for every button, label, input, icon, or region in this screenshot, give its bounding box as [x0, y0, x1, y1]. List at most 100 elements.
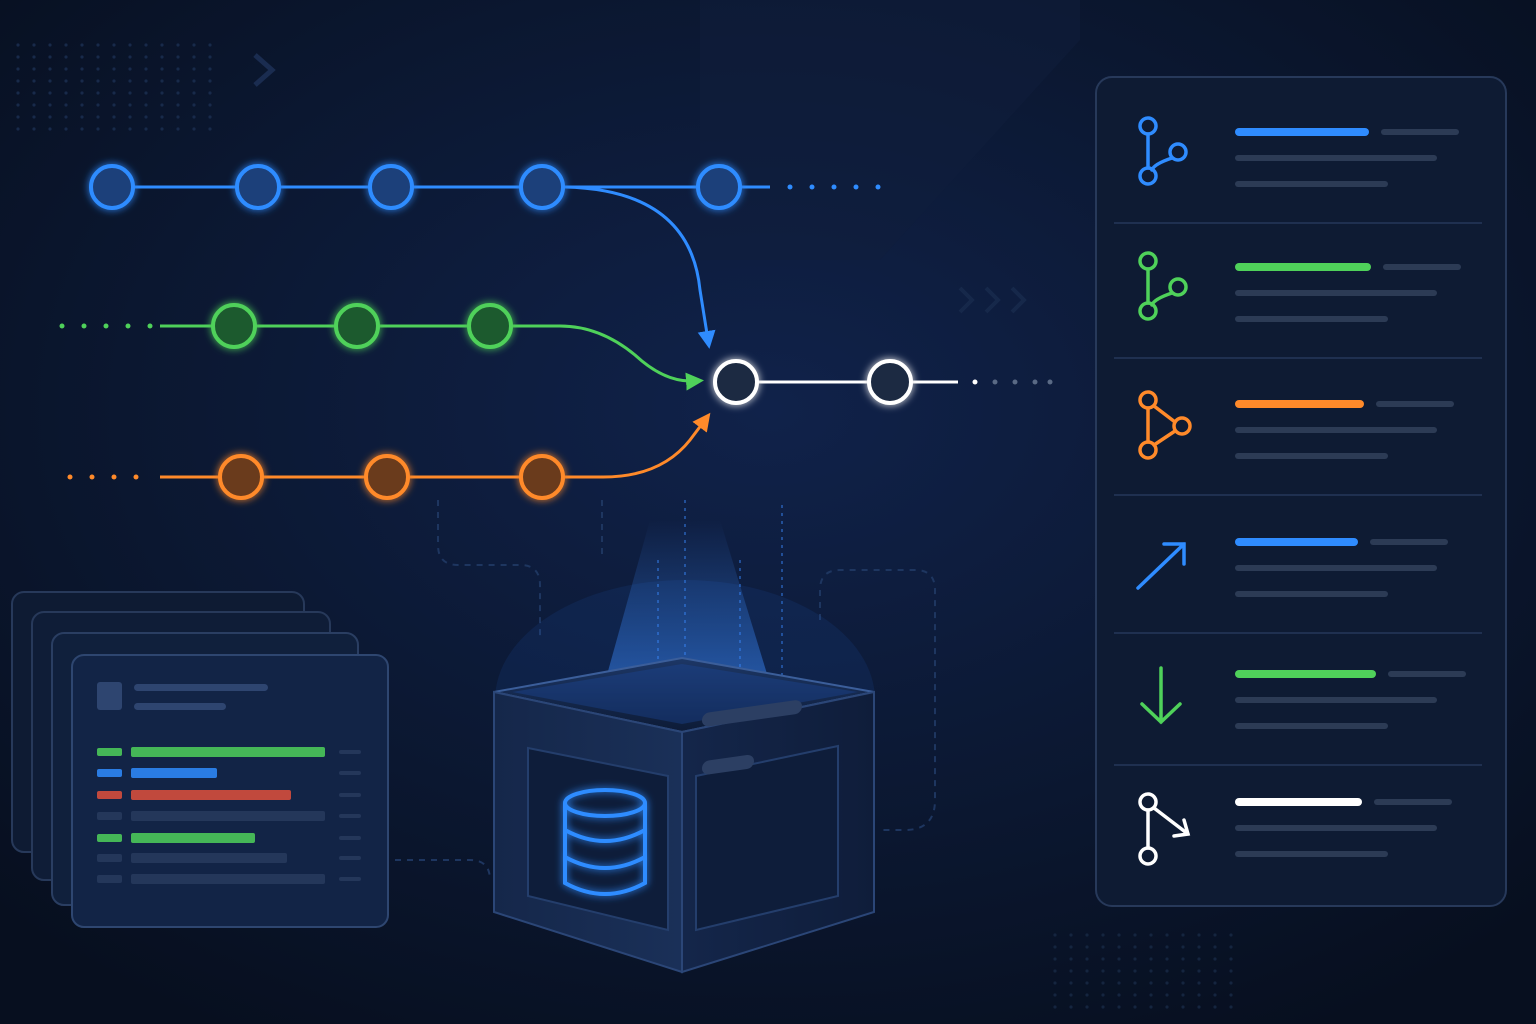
background-dot	[1149, 981, 1153, 985]
diff-row-suffix	[339, 856, 361, 860]
background-dot	[208, 43, 212, 47]
branch-dotted-tail-blue	[875, 184, 881, 190]
sidebar-item-3[interactable]	[1114, 390, 1482, 496]
background-dot	[1181, 957, 1185, 961]
background-dot	[208, 103, 212, 107]
commit-node-blue[interactable]	[89, 164, 135, 210]
background-dot	[16, 103, 20, 107]
background-dot	[1069, 981, 1073, 985]
background-dot	[64, 91, 68, 95]
background-dot	[1165, 981, 1169, 985]
arrow-down-icon	[1140, 666, 1182, 725]
commit-node-blue[interactable]	[235, 164, 281, 210]
diff-row-bar-none	[131, 811, 325, 821]
background-dot	[64, 67, 68, 71]
background-dot	[1117, 969, 1121, 973]
branch-dotted-tail-orange	[89, 474, 95, 480]
icon-edge	[1146, 267, 1174, 307]
commit-node-blue[interactable]	[368, 164, 414, 210]
background-dot	[1101, 933, 1105, 937]
commit-node-blue[interactable]	[519, 164, 565, 210]
background-dot	[1197, 933, 1201, 937]
background-dot	[176, 115, 180, 119]
sidebar-panel	[1095, 76, 1507, 907]
background-dot	[160, 67, 164, 71]
background-dot	[1053, 993, 1057, 997]
background-dot	[1101, 1005, 1105, 1009]
background-dot	[1197, 981, 1201, 985]
background-dot	[144, 103, 148, 107]
background-dot	[144, 115, 148, 119]
sidebar-item-meta-bar	[1376, 401, 1454, 407]
merge-arrow-icon	[1138, 792, 1191, 866]
diff-row-marker	[97, 769, 122, 777]
background-dot	[128, 43, 132, 47]
commit-node-green[interactable]	[334, 303, 380, 349]
sidebar-item-text-bar	[1235, 181, 1388, 187]
circuit-lines	[395, 500, 936, 881]
commit-node-green[interactable]	[467, 303, 513, 349]
background-dot	[1229, 993, 1233, 997]
background-dot	[96, 43, 100, 47]
branch-dotted-tail-green	[81, 323, 87, 329]
background-dot	[1117, 981, 1121, 985]
merge-arrow-orange	[599, 412, 711, 479]
branch-graph	[59, 164, 1053, 500]
background-dot	[1181, 1005, 1185, 1009]
repository-light-beam	[600, 520, 775, 700]
commit-node-orange[interactable]	[218, 454, 264, 500]
background-dot	[1133, 957, 1137, 961]
icon-arrow	[1136, 542, 1186, 590]
sidebar-item-1[interactable]	[1114, 116, 1482, 224]
background-dot	[1101, 981, 1105, 985]
commit-node-merged[interactable]	[713, 359, 759, 405]
background-dot	[1149, 993, 1153, 997]
background-dot	[176, 79, 180, 83]
diff-row-suffix	[339, 771, 361, 775]
background-dot	[1213, 969, 1217, 973]
background-dot	[80, 91, 84, 95]
background-dot	[1181, 981, 1185, 985]
background-dot	[160, 55, 164, 59]
branch-dotted-tail-blue	[809, 184, 815, 190]
sidebar-item-5[interactable]	[1114, 666, 1482, 766]
background-dot	[1133, 993, 1137, 997]
sidebar-item-meta-bar	[1381, 129, 1459, 135]
background-dot	[144, 91, 148, 95]
background-dot	[1197, 945, 1201, 949]
background-dot	[208, 55, 212, 59]
background-dot	[16, 79, 20, 83]
sidebar-item-4[interactable]	[1114, 538, 1482, 634]
sidebar-item-text-bar	[1235, 316, 1388, 322]
sidebar-item-6[interactable]	[1138, 792, 1452, 866]
repository-box-opening	[512, 664, 858, 724]
diff-row-marker	[97, 791, 122, 799]
branch-dotted-tail-orange	[133, 474, 139, 480]
icon-arrow	[1140, 666, 1182, 725]
diff-row-bar-none	[131, 874, 325, 884]
background-dot	[80, 115, 84, 119]
sidebar-item-title-bar	[1235, 538, 1358, 546]
sidebar-item-title-bar	[1235, 400, 1364, 408]
background-dot	[112, 127, 116, 131]
commit-node-orange[interactable]	[364, 454, 410, 500]
sidebar-item-meta-bar	[1383, 264, 1461, 270]
commit-node-green[interactable]	[211, 303, 257, 349]
background-dot	[1053, 957, 1057, 961]
sidebar-item-2[interactable]	[1114, 251, 1482, 359]
background-dot	[64, 43, 68, 47]
background-dot	[1085, 933, 1089, 937]
background-dot	[96, 79, 100, 83]
commit-node-orange[interactable]	[519, 454, 565, 500]
background-dot	[1133, 981, 1137, 985]
background-dot	[160, 115, 164, 119]
background-dot	[32, 79, 36, 83]
sidebar-item-title-bar	[1235, 670, 1376, 678]
commit-node-merged[interactable]	[867, 359, 913, 405]
background-dot	[1133, 969, 1137, 973]
diff-row-suffix	[339, 877, 361, 881]
sidebar-item-text-bar	[1235, 697, 1437, 703]
commit-node-blue[interactable]	[696, 164, 742, 210]
background-dot	[1149, 957, 1153, 961]
background-dot	[16, 91, 20, 95]
